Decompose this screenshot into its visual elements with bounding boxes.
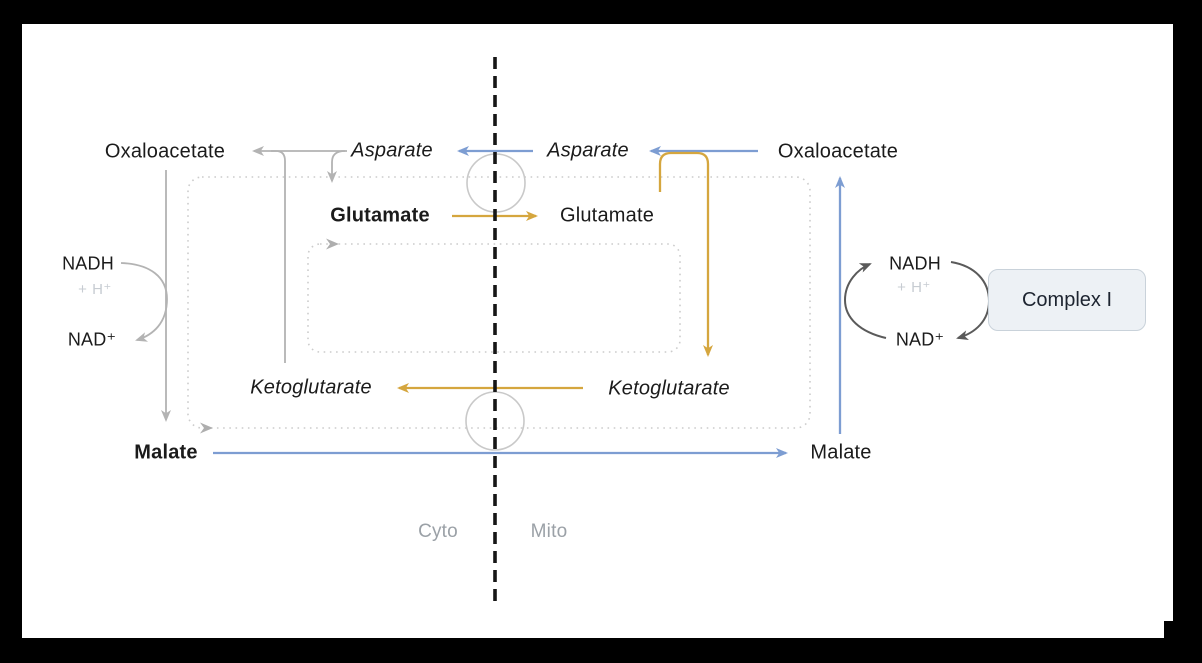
diagram-canvas [22, 24, 1173, 638]
label-hplus-mito: + H⁺ [897, 279, 931, 296]
cytosol-nadh-to-nad-arc [120, 262, 168, 342]
label-nadh-mito: NADH [889, 253, 941, 274]
label-nad-mito: NAD⁺ [895, 329, 945, 350]
nadh-to-nad-complex-arc [950, 261, 991, 340]
nad-to-nadh-arc [843, 263, 887, 339]
label-oxaloacetate-mito: Oxaloacetate [777, 140, 899, 163]
label-asparate-cytosol: Asparate [351, 139, 433, 162]
glutamate-to-ketoglutarate-hook-arrow [658, 151, 713, 357]
frame-notch [1164, 621, 1174, 639]
label-glutamate-mito: Glutamate [559, 204, 655, 227]
cytosol-gray-arrows [120, 146, 347, 422]
ketoglutarate-feed-line [271, 150, 286, 363]
label-hplus-cytosol: + H⁺ [78, 281, 112, 298]
transamination-loop-outer [187, 176, 811, 429]
transamination-loop-inner [307, 243, 681, 353]
complex-i-label: Complex I [1021, 288, 1113, 311]
label-asparate-mito: Asparate [547, 139, 629, 162]
label-malate-cytosol: Malate [134, 441, 198, 464]
label-nadh-cytosol: NADH [62, 253, 114, 274]
label-nad-cytosol: NAD⁺ [67, 329, 117, 350]
blue-transport-arrows [213, 146, 845, 458]
label-compartment-mito: Mito [530, 521, 568, 542]
complex-i-box: Complex I [988, 269, 1146, 331]
label-ketoglutarate-cytosol: Ketoglutarate [250, 376, 372, 399]
label-malate-mito: Malate [810, 441, 872, 464]
label-oxaloacetate-cytosol: Oxaloacetate [104, 140, 226, 163]
asparate-to-glutamate-branch-arrow [327, 150, 346, 183]
outer-loop-direction-arrow [200, 422, 213, 434]
label-ketoglutarate-mito: Ketoglutarate [608, 377, 730, 400]
label-compartment-cyto: Cyto [418, 521, 458, 542]
label-glutamate-cytosol: Glutamate [330, 204, 430, 227]
inner-loop-direction-arrow [326, 238, 339, 250]
